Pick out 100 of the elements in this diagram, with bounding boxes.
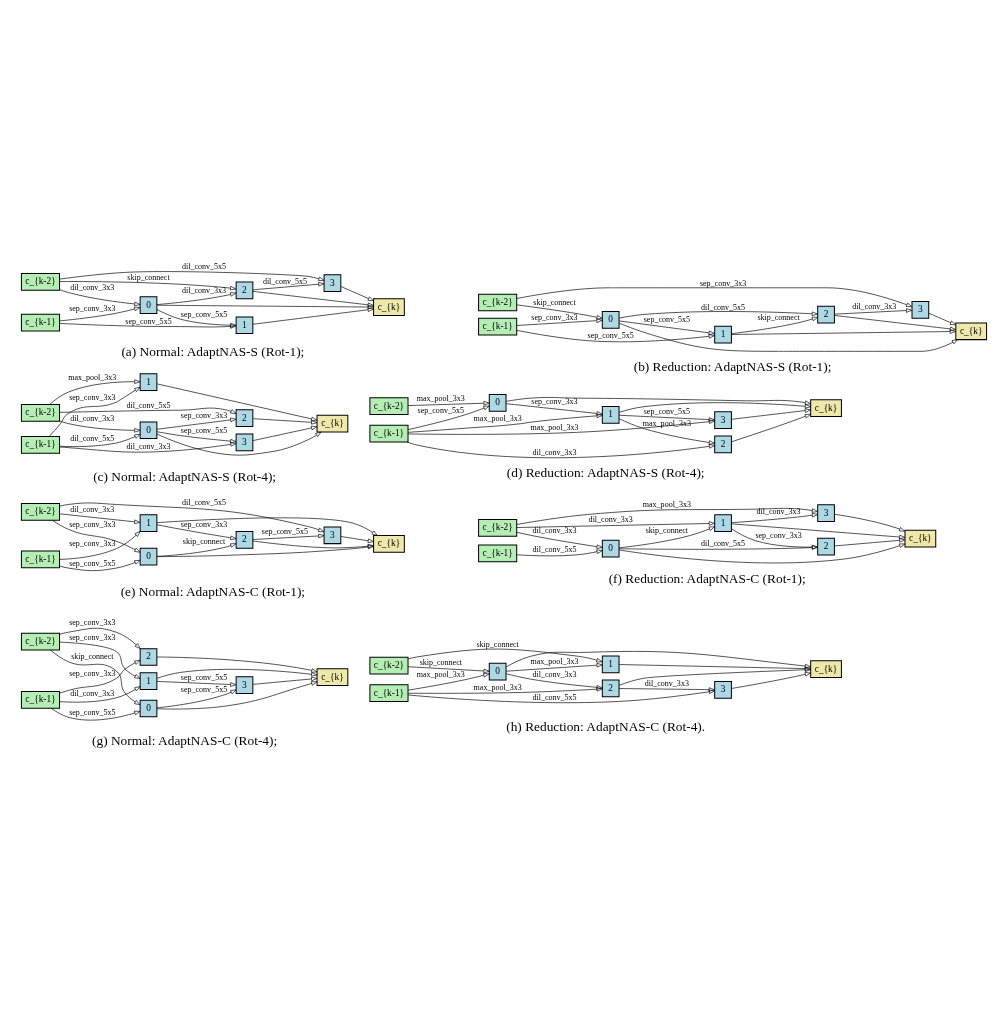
arrow	[731, 523, 906, 540]
node-box: 2	[714, 435, 732, 454]
node-box: 0	[488, 662, 507, 681]
arrow	[59, 420, 141, 433]
arrow	[156, 668, 318, 679]
arrow	[618, 311, 818, 319]
arrow	[407, 419, 715, 435]
arrow	[252, 418, 318, 425]
node-box: c_{k-1}	[369, 684, 409, 702]
arrow	[516, 330, 715, 343]
node-box: 3	[323, 526, 342, 545]
arrow	[59, 641, 141, 679]
arrow	[156, 681, 237, 687]
arrow	[59, 659, 141, 694]
arrow	[156, 544, 374, 557]
arrow	[505, 651, 811, 669]
node-box: c_{k-2}	[369, 656, 409, 675]
node-box: c_{k-2}	[20, 632, 61, 651]
node-box: 2	[139, 648, 158, 666]
node-box: c_{k-2}	[369, 397, 409, 416]
arrow	[59, 531, 141, 560]
arrow	[618, 418, 715, 445]
node-box: c_{k-2}	[20, 272, 61, 291]
arrow	[59, 686, 141, 703]
node-box: 2	[601, 679, 620, 698]
node-box: 0	[601, 539, 620, 558]
arrow	[516, 521, 715, 528]
arrow	[156, 656, 318, 673]
label: (h) Reduction: AdaptNAS-C (Rot-4).	[506, 719, 706, 735]
arrow	[618, 402, 811, 413]
node-box: 3	[911, 301, 930, 319]
arrow	[59, 271, 325, 281]
node-box: 3	[714, 680, 732, 699]
label: (a) Normal: AdaptNAS-S (Rot-1);	[121, 344, 305, 360]
arrow	[407, 673, 490, 691]
arrow	[59, 281, 237, 291]
arrow	[505, 663, 603, 672]
arrow	[48, 386, 141, 437]
arrow	[731, 672, 811, 689]
node-box: 2	[235, 409, 254, 428]
arrow	[156, 681, 318, 710]
arrow	[731, 413, 811, 443]
node-box: 1	[601, 655, 620, 674]
node-box: c_{k-1}	[478, 544, 518, 563]
arrow	[928, 312, 956, 326]
node-box: 2	[817, 537, 835, 556]
arrow	[252, 533, 325, 540]
arrow	[340, 286, 374, 302]
arrow	[59, 513, 141, 524]
arrow	[834, 308, 913, 315]
arrow	[49, 379, 141, 405]
arrow	[516, 304, 603, 320]
node-box: c_{k}	[810, 660, 842, 678]
node-box: 2	[817, 305, 835, 324]
node-box: 1	[235, 316, 254, 335]
arrow	[834, 513, 906, 532]
label: (g) Normal: AdaptNAS-C (Rot-4);	[92, 733, 278, 749]
arrow	[59, 289, 141, 307]
label: (d) Reduction: AdaptNAS-S (Rot-4);	[506, 465, 705, 481]
node-box: 1	[139, 672, 158, 690]
arrow	[406, 441, 716, 459]
node-box: c_{k-1}	[20, 550, 61, 569]
label: (f) Reduction: AdaptNAS-C (Rot-1);	[608, 570, 806, 586]
arrow	[156, 517, 378, 536]
arrow	[156, 383, 318, 422]
node-box: 1	[714, 325, 732, 344]
arrow	[59, 442, 237, 453]
node-box: c_{k-2}	[478, 293, 518, 312]
arrow	[731, 408, 811, 420]
node-box: 0	[601, 311, 620, 329]
arrow	[156, 524, 237, 540]
node-box: 1	[601, 406, 620, 424]
node-box: 3	[714, 411, 732, 430]
arrow	[618, 320, 715, 336]
arrow	[156, 431, 322, 456]
arrow	[49, 649, 141, 706]
arrow	[516, 532, 603, 549]
node-box: c_{k-1}	[478, 317, 518, 336]
arrow	[516, 508, 818, 525]
node-box: c_{k-1}	[20, 436, 61, 454]
node-box: 0	[139, 296, 158, 315]
arrow	[50, 707, 141, 721]
node-box: 0	[139, 421, 158, 440]
arrow	[407, 666, 490, 674]
node-box: 1	[139, 514, 158, 533]
node-box: 1	[139, 373, 158, 391]
arrow	[59, 627, 141, 649]
node-box: 2	[235, 531, 254, 549]
node-box: c_{k}	[373, 298, 405, 317]
arrow	[252, 307, 374, 325]
arrow	[252, 540, 374, 549]
node-box: 3	[323, 274, 342, 292]
node-box: c_{k}	[810, 399, 842, 418]
arrow	[59, 407, 237, 414]
arrow	[156, 292, 237, 305]
node-box: c_{k}	[373, 535, 405, 553]
arrow	[156, 689, 237, 709]
arrow	[731, 513, 818, 524]
arrow	[516, 287, 913, 308]
node-box: 0	[139, 699, 158, 718]
